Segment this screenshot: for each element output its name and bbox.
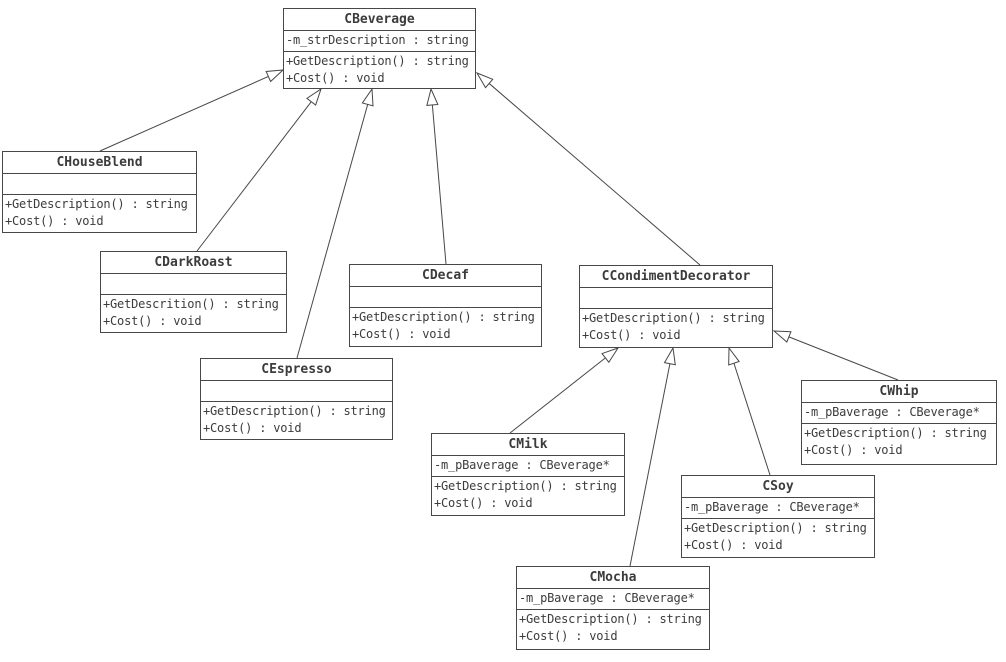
class-name: CMocha <box>517 567 709 589</box>
method-row: +GetDescription() : string <box>352 310 535 324</box>
class-methods-section: +GetDescription() : string +Cost() : void <box>432 477 624 515</box>
method-row: +GetDescription() : string <box>582 311 765 325</box>
hollow-triangle-arrowhead-CBeverage <box>361 87 374 107</box>
attribute-row: -m_pBaverage : CBeverage* <box>684 500 860 514</box>
class-name: CHouseBlend <box>3 152 196 174</box>
inheritance-line-CEspresso-to-CBeverage <box>296 104 369 359</box>
hollow-triangle-arrowhead-CCondimentDecorator <box>663 346 676 366</box>
class-box-CBeverage: CBeverage -m_strDescription : string +GetD… <box>283 8 476 89</box>
hollow-triangle-arrowhead-CBeverage <box>306 87 322 106</box>
method-row: +GetDescription() : string <box>5 197 188 211</box>
method-row: +GetDescription() : string <box>684 521 867 535</box>
method-row: +Cost() : void <box>286 71 385 85</box>
inheritance-line-CWhip-to-CCondimentDecorator <box>788 336 899 381</box>
class-methods-section: +GetDescription() : string +Cost() : void <box>284 52 475 88</box>
class-methods-section: +GetDescription() : string +Cost() : void <box>682 519 874 557</box>
class-box-CMilk: CMilk -m_pBaverage : CBeverage* +GetDescri… <box>431 433 625 516</box>
class-attributes-section <box>101 274 286 295</box>
class-box-CWhip: CWhip -m_pBaverage : CBeverage* +GetDescri… <box>801 380 997 465</box>
class-box-CMocha: CMocha -m_pBaverage : CBeverage* +GetDescr… <box>516 566 710 650</box>
class-box-CHouseBlend: CHouseBlend +GetDescription() : string +Co… <box>2 151 197 233</box>
class-name: CEspresso <box>201 359 392 381</box>
class-methods-section: +GetDescription() : string +Cost() : void <box>580 309 772 347</box>
class-box-CEspresso: CEspresso +GetDescription() : string +Cost… <box>200 358 393 440</box>
class-attributes-section: -m_pBaverage : CBeverage* <box>432 456 624 477</box>
class-methods-section: +GetDescription() : string +Cost() : void <box>3 195 196 232</box>
method-row: +Cost() : void <box>519 629 618 643</box>
method-row: +Cost() : void <box>103 314 202 328</box>
class-attributes-section <box>3 174 196 195</box>
hollow-triangle-arrowhead-CBeverage <box>426 87 439 106</box>
class-methods-section: +GetDescrition() : string +Cost() : void <box>101 295 286 332</box>
class-box-CDecaf: CDecaf +GetDescription() : string +Cost() … <box>349 264 542 347</box>
inheritance-line-CDecaf-to-CBeverage <box>431 104 447 265</box>
class-attributes-section <box>201 381 392 402</box>
method-row: +GetDescription() : string <box>286 54 469 68</box>
method-row: +Cost() : void <box>203 421 302 435</box>
class-attributes-section <box>580 288 772 309</box>
attribute-row: -m_pBaverage : CBeverage* <box>434 458 610 472</box>
hollow-triangle-arrowhead-CCondimentDecorator <box>728 346 740 366</box>
method-row: +GetDescription() : string <box>434 479 617 493</box>
hollow-triangle-arrowhead-CBeverage <box>475 71 494 89</box>
class-methods-section: +GetDescription() : string +Cost() : void <box>350 308 541 346</box>
class-attributes-section: -m_strDescription : string <box>284 31 475 52</box>
inheritance-line-CCondimentDecorator-to-CBeverage <box>488 83 701 266</box>
class-name: CMilk <box>432 434 624 456</box>
attribute-row: -m_pBaverage : CBeverage* <box>519 591 695 605</box>
method-row: +Cost() : void <box>684 538 783 552</box>
inheritance-line-CMilk-to-CCondimentDecorator <box>509 357 606 434</box>
method-row: +GetDescription() : string <box>203 404 386 418</box>
class-box-CDarkRoast: CDarkRoast +GetDescrition() : string +Cost… <box>100 251 287 333</box>
class-name: CDarkRoast <box>101 252 286 274</box>
class-box-CSoy: CSoy -m_pBaverage : CBeverage* +GetDescrip… <box>681 475 875 558</box>
class-attributes-section: -m_pBaverage : CBeverage* <box>802 403 996 424</box>
class-box-CCondimentDecorator: CCondimentDecorator +GetDescription() : s… <box>579 265 773 348</box>
attribute-row: -m_strDescription : string <box>286 33 469 47</box>
method-row: +Cost() : void <box>434 496 533 510</box>
method-row: +GetDescription() : string <box>804 426 987 440</box>
class-name: CBeverage <box>284 9 475 31</box>
inheritance-line-CHouseBlend-to-CBeverage <box>99 76 269 152</box>
method-row: +Cost() : void <box>5 214 104 228</box>
method-row: +Cost() : void <box>352 327 451 341</box>
class-attributes-section: -m_pBaverage : CBeverage* <box>682 498 874 519</box>
inheritance-line-CSoy-to-CCondimentDecorator <box>733 363 771 476</box>
class-name: CSoy <box>682 476 874 498</box>
inheritance-line-CMocha-to-CCondimentDecorator <box>629 363 671 567</box>
attribute-row: -m_pBaverage : CBeverage* <box>804 405 980 419</box>
class-name: CDecaf <box>350 265 541 287</box>
inheritance-line-CDarkRoast-to-CBeverage <box>196 101 312 252</box>
hollow-triangle-arrowhead-CCondimentDecorator <box>772 330 792 343</box>
method-row: +GetDescrition() : string <box>103 297 279 311</box>
class-attributes-section <box>350 287 541 308</box>
hollow-triangle-arrowhead-CBeverage <box>265 69 285 83</box>
class-methods-section: +GetDescription() : string +Cost() : void <box>517 610 709 649</box>
method-row: +Cost() : void <box>582 328 681 342</box>
method-row: +GetDescription() : string <box>519 612 702 626</box>
hollow-triangle-arrowhead-CCondimentDecorator <box>601 347 620 364</box>
class-methods-section: +GetDescription() : string +Cost() : void <box>802 424 996 464</box>
class-name: CCondimentDecorator <box>580 266 772 288</box>
class-methods-section: +GetDescription() : string +Cost() : void <box>201 402 392 439</box>
method-row: +Cost() : void <box>804 443 903 457</box>
class-name: CWhip <box>802 381 996 403</box>
class-attributes-section: -m_pBaverage : CBeverage* <box>517 589 709 610</box>
